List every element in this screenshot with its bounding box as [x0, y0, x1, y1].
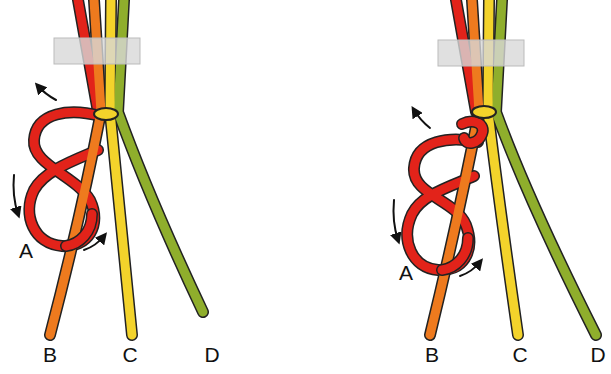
strand-label: C	[512, 344, 527, 365]
strand-label: D	[590, 344, 605, 365]
strand-label: B	[43, 344, 57, 365]
strand-label: A	[399, 262, 413, 283]
strand-label: A	[19, 240, 33, 261]
strand-label: C	[122, 344, 137, 365]
step-one	[14, 0, 204, 335]
strand-label: D	[204, 344, 219, 365]
step-two	[394, 0, 597, 335]
strand-label: B	[425, 344, 439, 365]
